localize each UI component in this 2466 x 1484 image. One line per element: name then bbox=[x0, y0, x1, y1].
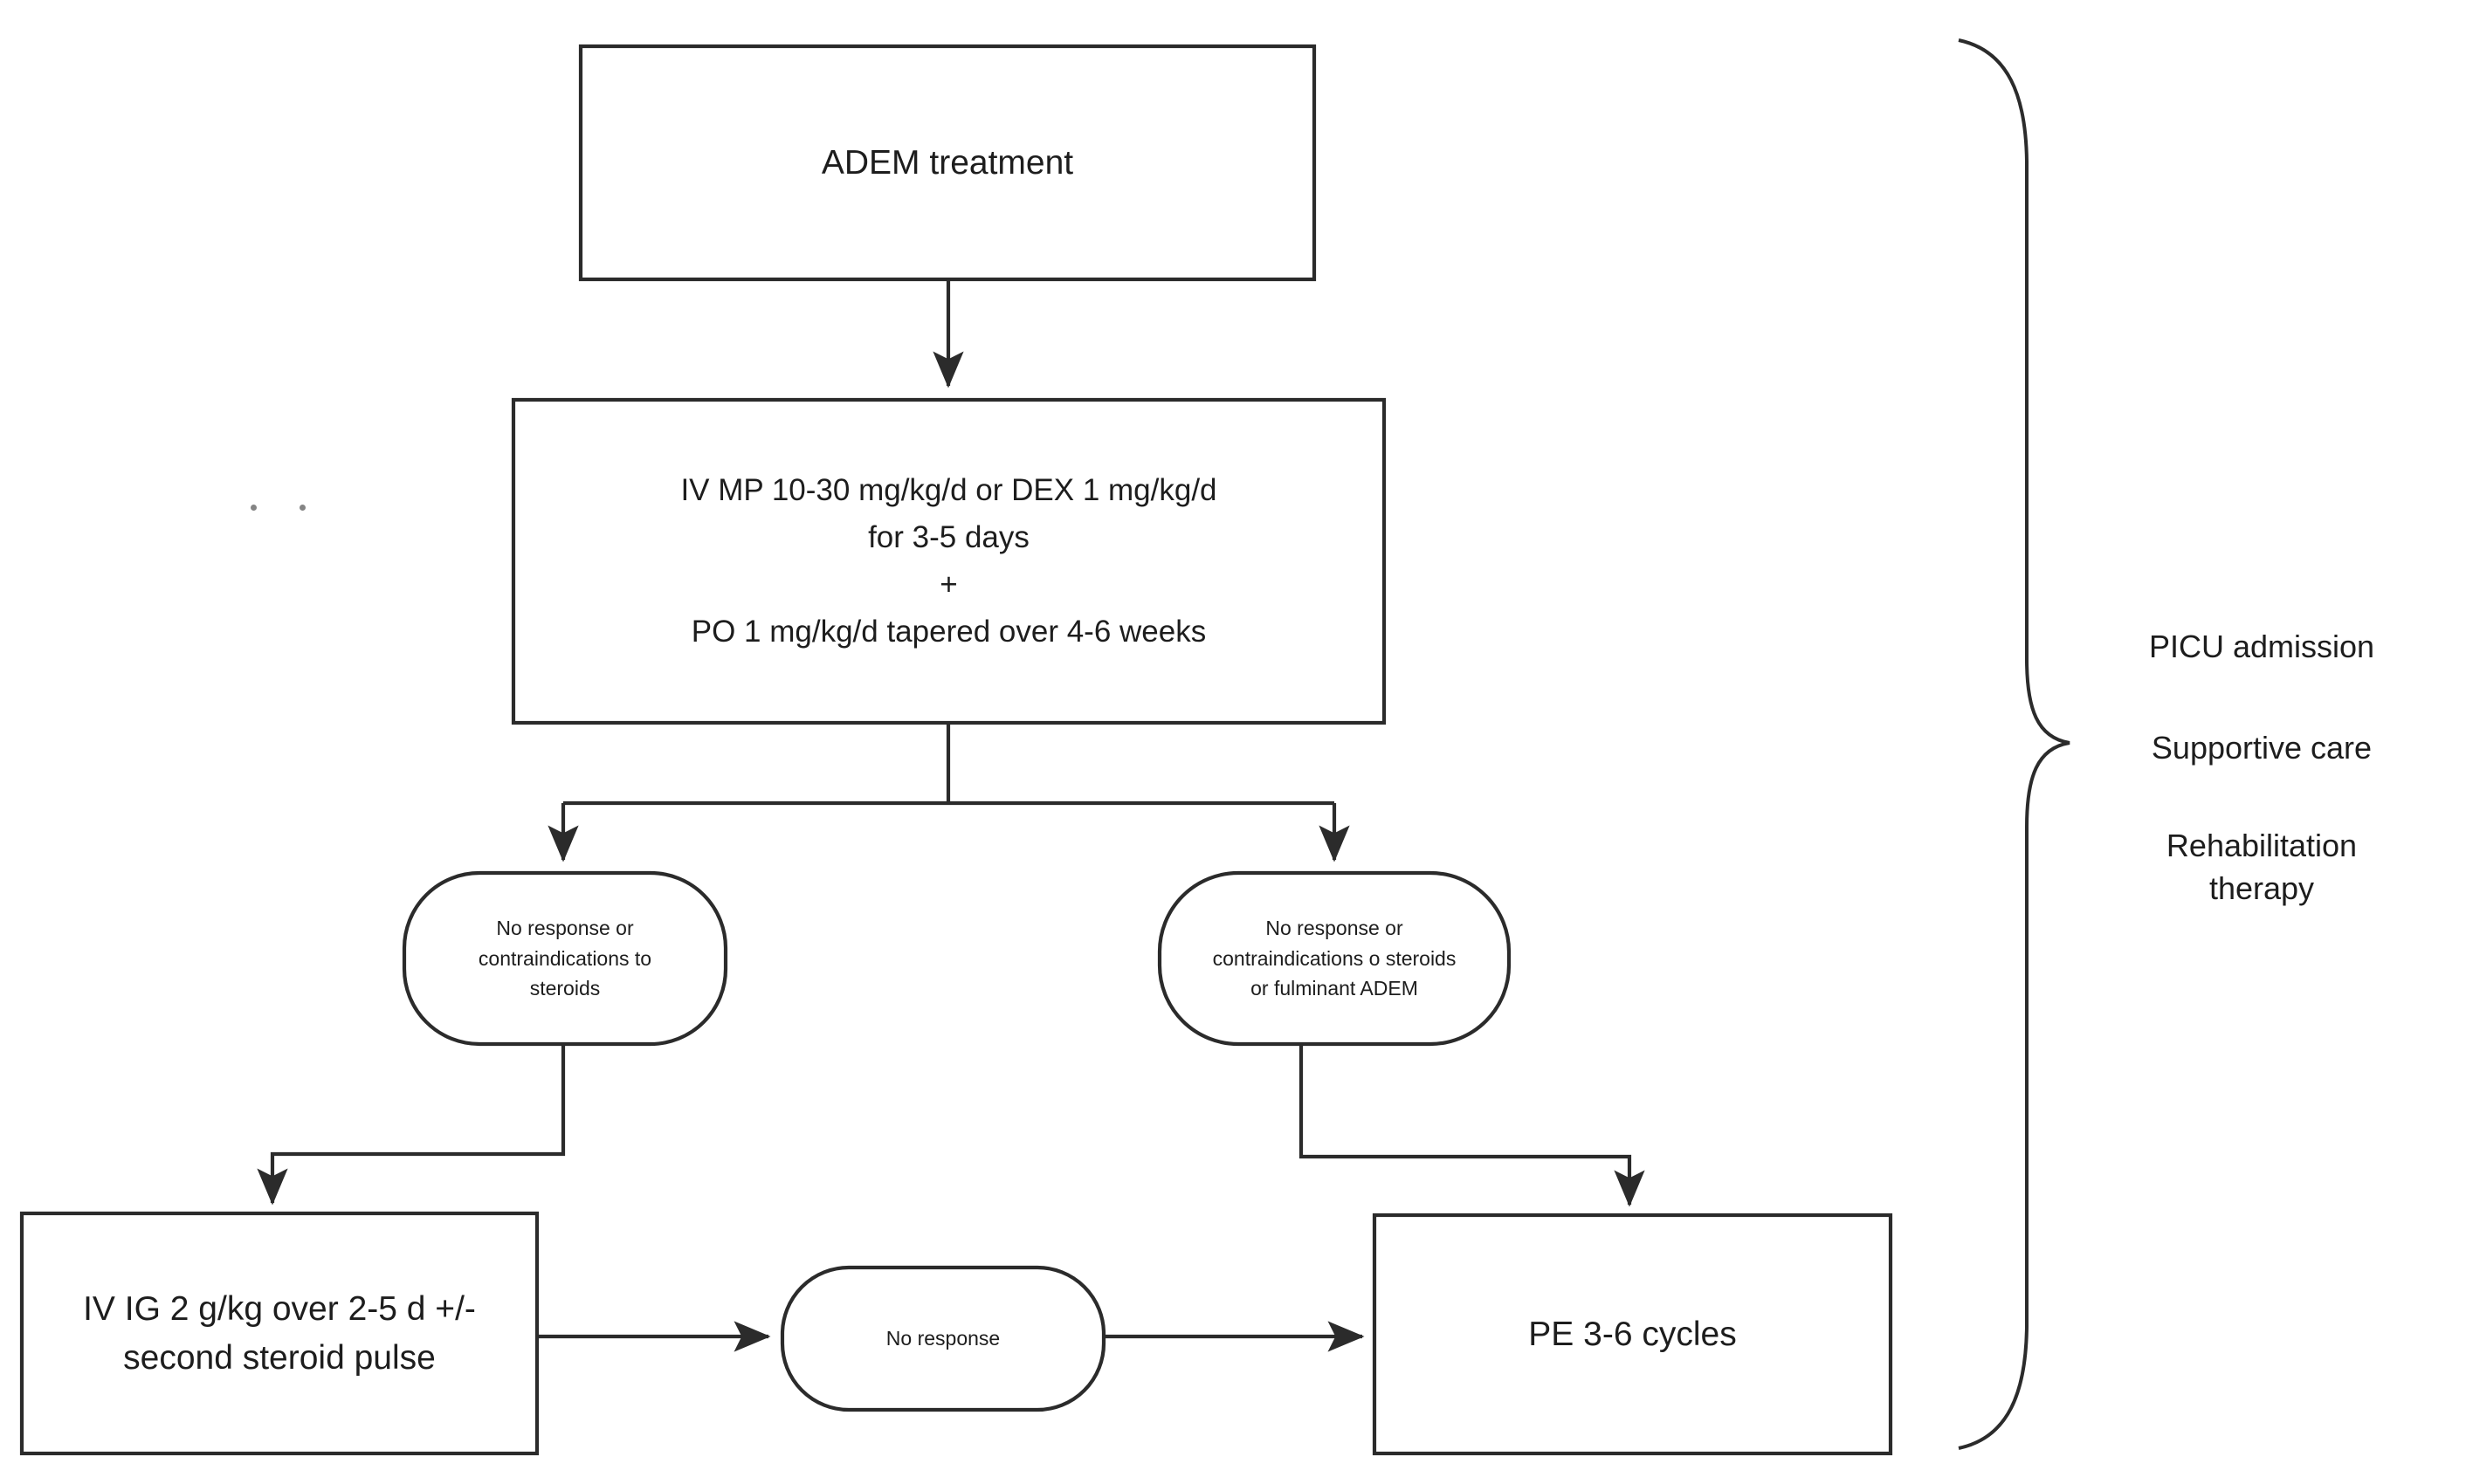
scan-speck bbox=[251, 505, 257, 511]
curly-brace bbox=[1958, 38, 2070, 1450]
node-shape-pe bbox=[1372, 1213, 1893, 1456]
node-shape-steroids bbox=[511, 397, 1387, 725]
node-shape-decision-left bbox=[402, 870, 728, 1047]
scan-speck bbox=[300, 505, 306, 511]
node-shape-no-response bbox=[780, 1265, 1106, 1412]
edge-decision-left-to-ivig bbox=[257, 1044, 566, 1206]
node-shape-start bbox=[578, 44, 1317, 282]
node-shape-ivig bbox=[19, 1211, 540, 1456]
edge-decision-right-to-pe bbox=[1298, 1044, 1645, 1207]
node-shape-decision-right bbox=[1157, 870, 1512, 1047]
